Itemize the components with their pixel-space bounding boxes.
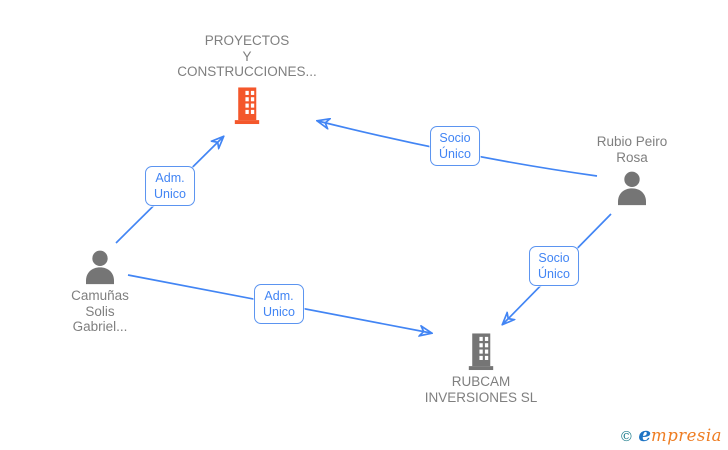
- copyright-icon: ©: [619, 429, 634, 445]
- edge-label-line: Unico: [263, 305, 295, 319]
- node-proyectos-y-construcciones[interactable]: PROYECTOS Y CONSTRUCCIONES...: [137, 33, 357, 125]
- node-label-line: Solis: [85, 303, 115, 319]
- node-label-line: Gabriel...: [72, 319, 128, 334]
- node-label-line: Rubio Peiro: [596, 134, 668, 149]
- person-icon: [86, 250, 114, 285]
- edge-label-line: Socio: [538, 251, 570, 265]
- brand-text: mpresia: [651, 426, 722, 445]
- empresia-logo: © e mpresia: [619, 422, 722, 446]
- building-icon: [468, 333, 494, 371]
- node-label-line: Y: [242, 48, 252, 64]
- edge-label-line: Unico: [154, 187, 186, 201]
- node-label: Camuñas Solis Gabriel...: [71, 288, 129, 335]
- node-camunas-solis-gabriel[interactable]: Camuñas Solis Gabriel...: [40, 250, 160, 335]
- edge-label-adm-unico-proyectos: Adm. Unico: [145, 166, 195, 206]
- edge-label-adm-unico-rubcam: Adm. Unico: [254, 284, 304, 324]
- edge-label-socio-unico-rubcam: Socio Único: [529, 246, 579, 286]
- node-label-line: RUBCAM: [451, 374, 511, 389]
- person-icon: [618, 171, 646, 206]
- node-label-line: PROYECTOS: [204, 33, 290, 48]
- edge-label-line: Adm.: [155, 171, 185, 185]
- node-label-line: Rosa: [616, 149, 648, 165]
- node-label-line: CONSTRUCCIONES...: [177, 64, 317, 79]
- node-rubio-peiro-rosa[interactable]: Rubio Peiro Rosa: [572, 134, 692, 206]
- node-rubcam-inversiones[interactable]: RUBCAM INVERSIONES SL: [391, 332, 571, 405]
- edge-label-socio-unico-proyectos: Socio Único: [430, 126, 480, 166]
- node-label-line: Camuñas: [71, 288, 129, 303]
- edge-label-line: Adm.: [264, 289, 294, 303]
- node-label: PROYECTOS Y CONSTRUCCIONES...: [177, 33, 317, 80]
- node-label: RUBCAM INVERSIONES SL: [425, 374, 538, 405]
- building-icon: [234, 86, 260, 124]
- node-label: Rubio Peiro Rosa: [597, 134, 668, 165]
- brand-letter-e: e: [638, 422, 652, 446]
- edge-label-line: Único: [538, 267, 570, 281]
- node-label-line: INVERSIONES SL: [424, 389, 538, 405]
- edge-label-line: Único: [439, 147, 471, 161]
- edge-label-line: Socio: [439, 131, 471, 145]
